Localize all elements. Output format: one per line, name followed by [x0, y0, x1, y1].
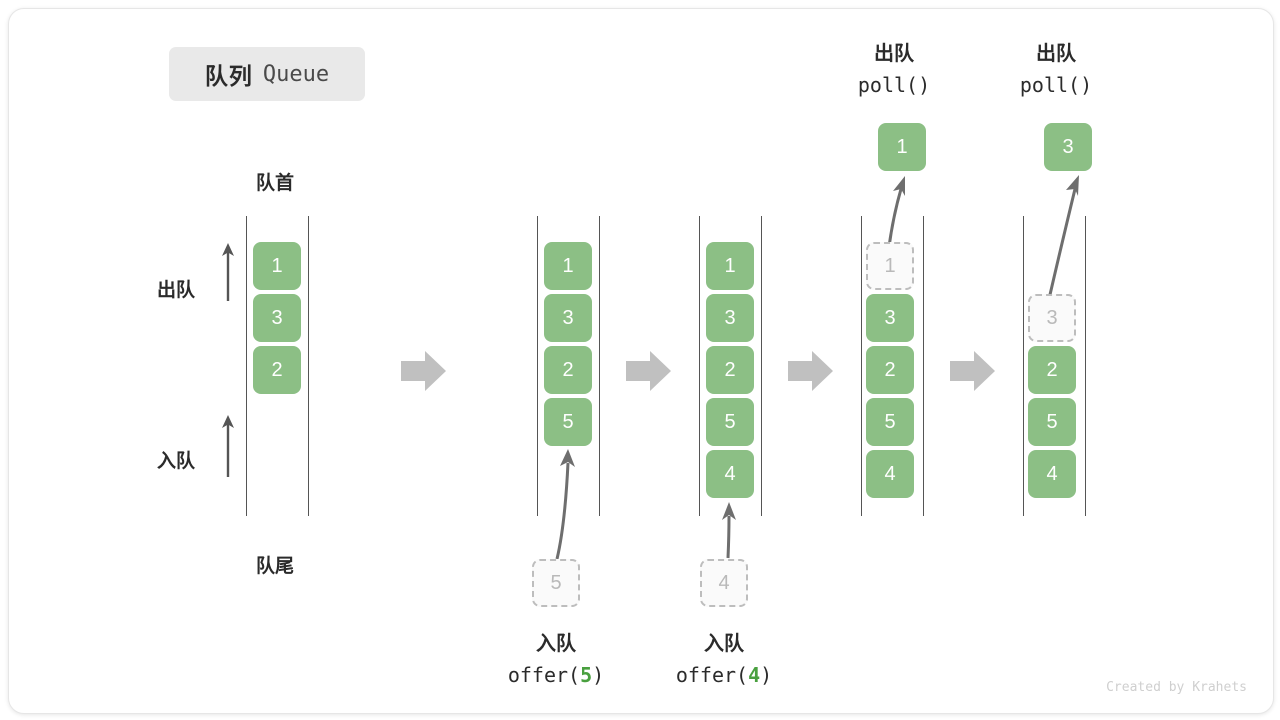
- operation-name: 入队: [704, 633, 744, 655]
- queue-item: 1: [544, 242, 592, 290]
- transition-arrow-icon: [401, 351, 446, 391]
- queue-item: 4: [706, 450, 754, 498]
- transition-arrow-icon: [626, 351, 671, 391]
- queue-item: 4: [866, 450, 914, 498]
- operation-name: 入队: [536, 633, 576, 655]
- rail-right-col0: [308, 216, 309, 516]
- rail-left-col2: [699, 216, 700, 516]
- popped-item: 1: [878, 123, 926, 171]
- enqueue-motion-arrow-icon: [722, 502, 736, 559]
- transition-arrow-icon: [788, 351, 833, 391]
- queue-item: 2: [1028, 346, 1076, 394]
- operation-caption-offer5: 入队 offer(5): [456, 629, 656, 691]
- queue-item: 3: [866, 294, 914, 342]
- title-chinese: 队列: [204, 63, 253, 89]
- queue-item: 1: [253, 242, 301, 290]
- queue-tail-label: 队尾: [255, 556, 294, 577]
- diagram-title-badge: 队列 Queue: [169, 47, 365, 101]
- operation-caption-poll1: 出队 poll(): [809, 39, 979, 101]
- queue-item: 2: [253, 346, 301, 394]
- operation-signature: poll(): [857, 73, 931, 97]
- ghost-item-poll: 1: [866, 242, 914, 290]
- dequeue-direction-arrow-icon: [222, 243, 234, 301]
- queue-head-label: 队首: [255, 173, 294, 194]
- enqueue-direction-label: 入队: [157, 451, 196, 472]
- operation-signature: offer(4): [675, 663, 773, 687]
- transition-arrow-icon: [950, 351, 995, 391]
- enqueue-direction-arrow-icon: [222, 415, 234, 477]
- dequeue-direction-label: 出队: [157, 280, 196, 301]
- queue-item: 2: [544, 346, 592, 394]
- queue-item: 2: [866, 346, 914, 394]
- queue-item: 1: [706, 242, 754, 290]
- queue-item: 5: [1028, 398, 1076, 446]
- rail-right-col1: [599, 216, 600, 516]
- operation-name: 出队: [874, 43, 914, 65]
- queue-item: 3: [253, 294, 301, 342]
- dequeue-motion-arrow-icon: [887, 176, 905, 248]
- queue-item: 5: [706, 398, 754, 446]
- operation-name: 出队: [1036, 43, 1076, 65]
- dequeue-motion-arrow-icon: [1047, 175, 1079, 300]
- rail-left-col3: [861, 216, 862, 516]
- operation-signature: offer(5): [507, 663, 605, 687]
- operation-caption-poll3: 出队 poll(): [971, 39, 1141, 101]
- title-english: Queue: [262, 61, 330, 87]
- popped-item: 3: [1044, 123, 1092, 171]
- queue-item: 3: [544, 294, 592, 342]
- enqueue-motion-arrow-icon: [555, 449, 575, 560]
- queue-item: 3: [706, 294, 754, 342]
- rail-left-col1: [537, 216, 538, 516]
- ghost-item-poll: 3: [1028, 294, 1076, 342]
- rail-right-col4: [1085, 216, 1086, 516]
- rail-right-col3: [923, 216, 924, 516]
- operation-caption-offer4: 入队 offer(4): [624, 629, 824, 691]
- credit-text: Created by Krahets: [1106, 680, 1247, 695]
- queue-item: 2: [706, 346, 754, 394]
- operation-signature: poll(): [1019, 73, 1093, 97]
- queue-item: 5: [866, 398, 914, 446]
- ghost-item-offer: 4: [700, 559, 748, 607]
- queue-item: 5: [544, 398, 592, 446]
- ghost-item-offer: 5: [532, 559, 580, 607]
- rail-left-col4: [1023, 216, 1024, 516]
- diagram-canvas: 队列 Queue 队首 队尾 1 3 2 出队 入队 1 3 2 5 5 入队 …: [8, 8, 1274, 714]
- rail-left-col0: [246, 216, 247, 516]
- queue-item: 4: [1028, 450, 1076, 498]
- rail-right-col2: [761, 216, 762, 516]
